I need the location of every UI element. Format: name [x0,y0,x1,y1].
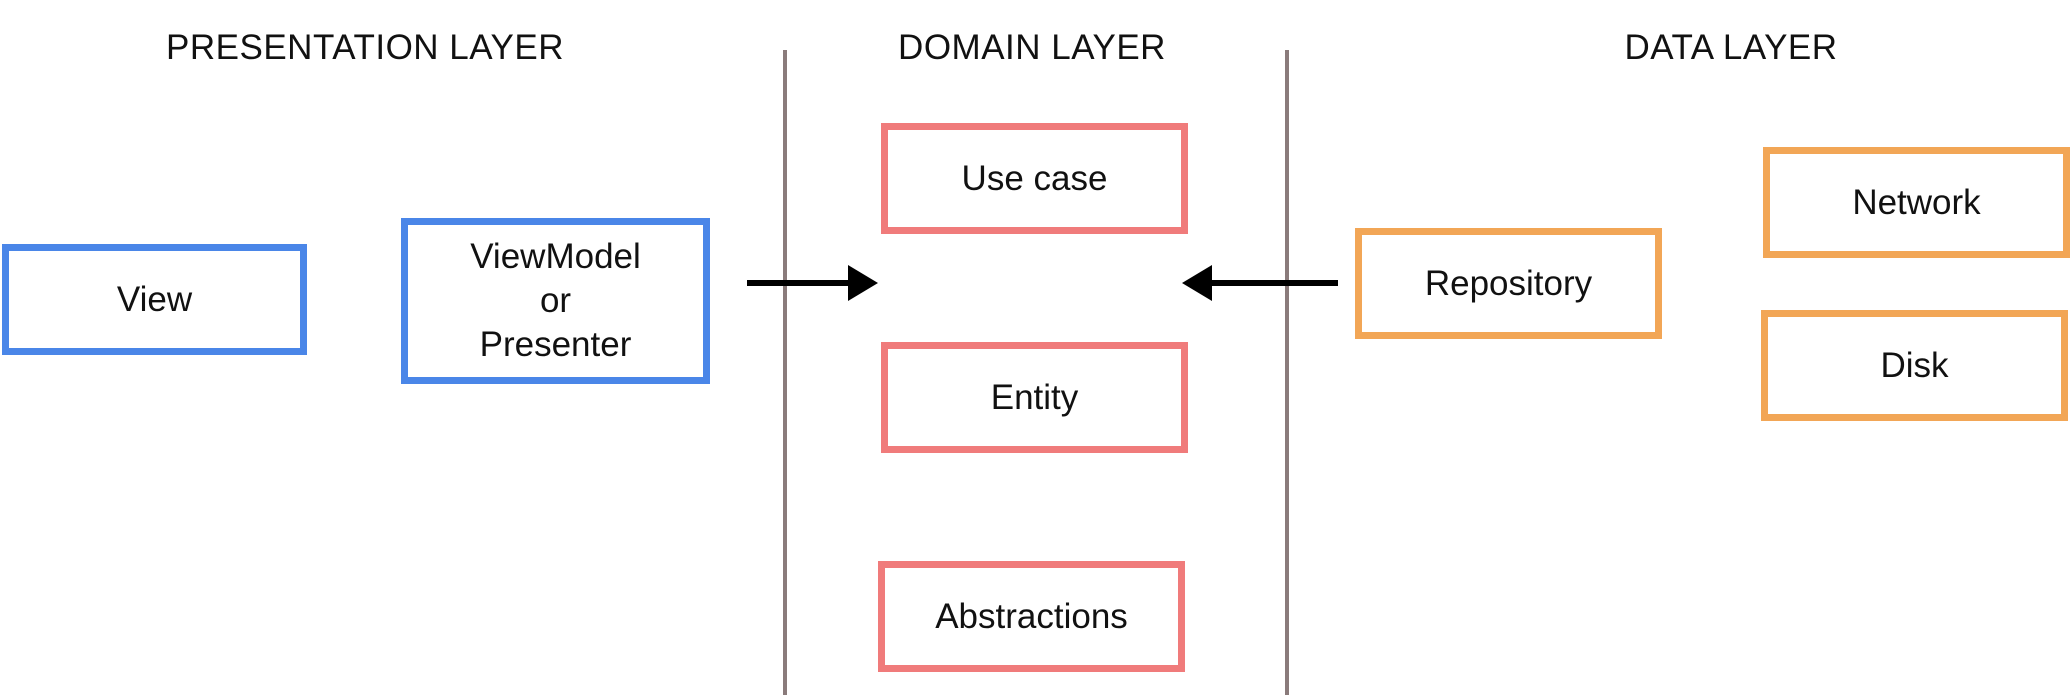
disk-box: Disk [1761,310,2068,421]
viewmodel-label-line-1: ViewModel [470,237,641,277]
viewmodel-presenter-box: ViewModel or Presenter [401,218,710,384]
presentation-domain-divider [783,50,787,695]
presentation-layer-title: PRESENTATION LAYER [166,28,564,67]
arrow-data-to-domain [1182,265,1338,301]
view-box: View [2,244,307,355]
domain-layer-title: DOMAIN LAYER [898,28,1166,67]
entity-label: Entity [990,377,1079,417]
viewmodel-label-line-2: or [539,281,572,321]
data-layer-title: DATA LAYER [1624,28,1838,67]
repository-box: Repository [1355,228,1662,339]
repository-label: Repository [1424,263,1593,303]
network-label: Network [1852,182,1981,222]
arrow-presentation-to-domain [747,265,878,301]
domain-data-divider [1285,50,1289,695]
use-case-label: Use case [961,158,1108,198]
network-box: Network [1763,147,2070,258]
entity-box: Entity [881,342,1188,453]
viewmodel-label-line-3: Presenter [479,324,632,364]
abstractions-label: Abstractions [935,596,1128,636]
disk-label: Disk [1880,345,1949,385]
view-label: View [116,279,193,319]
use-case-box: Use case [881,123,1188,234]
abstractions-box: Abstractions [878,561,1185,672]
